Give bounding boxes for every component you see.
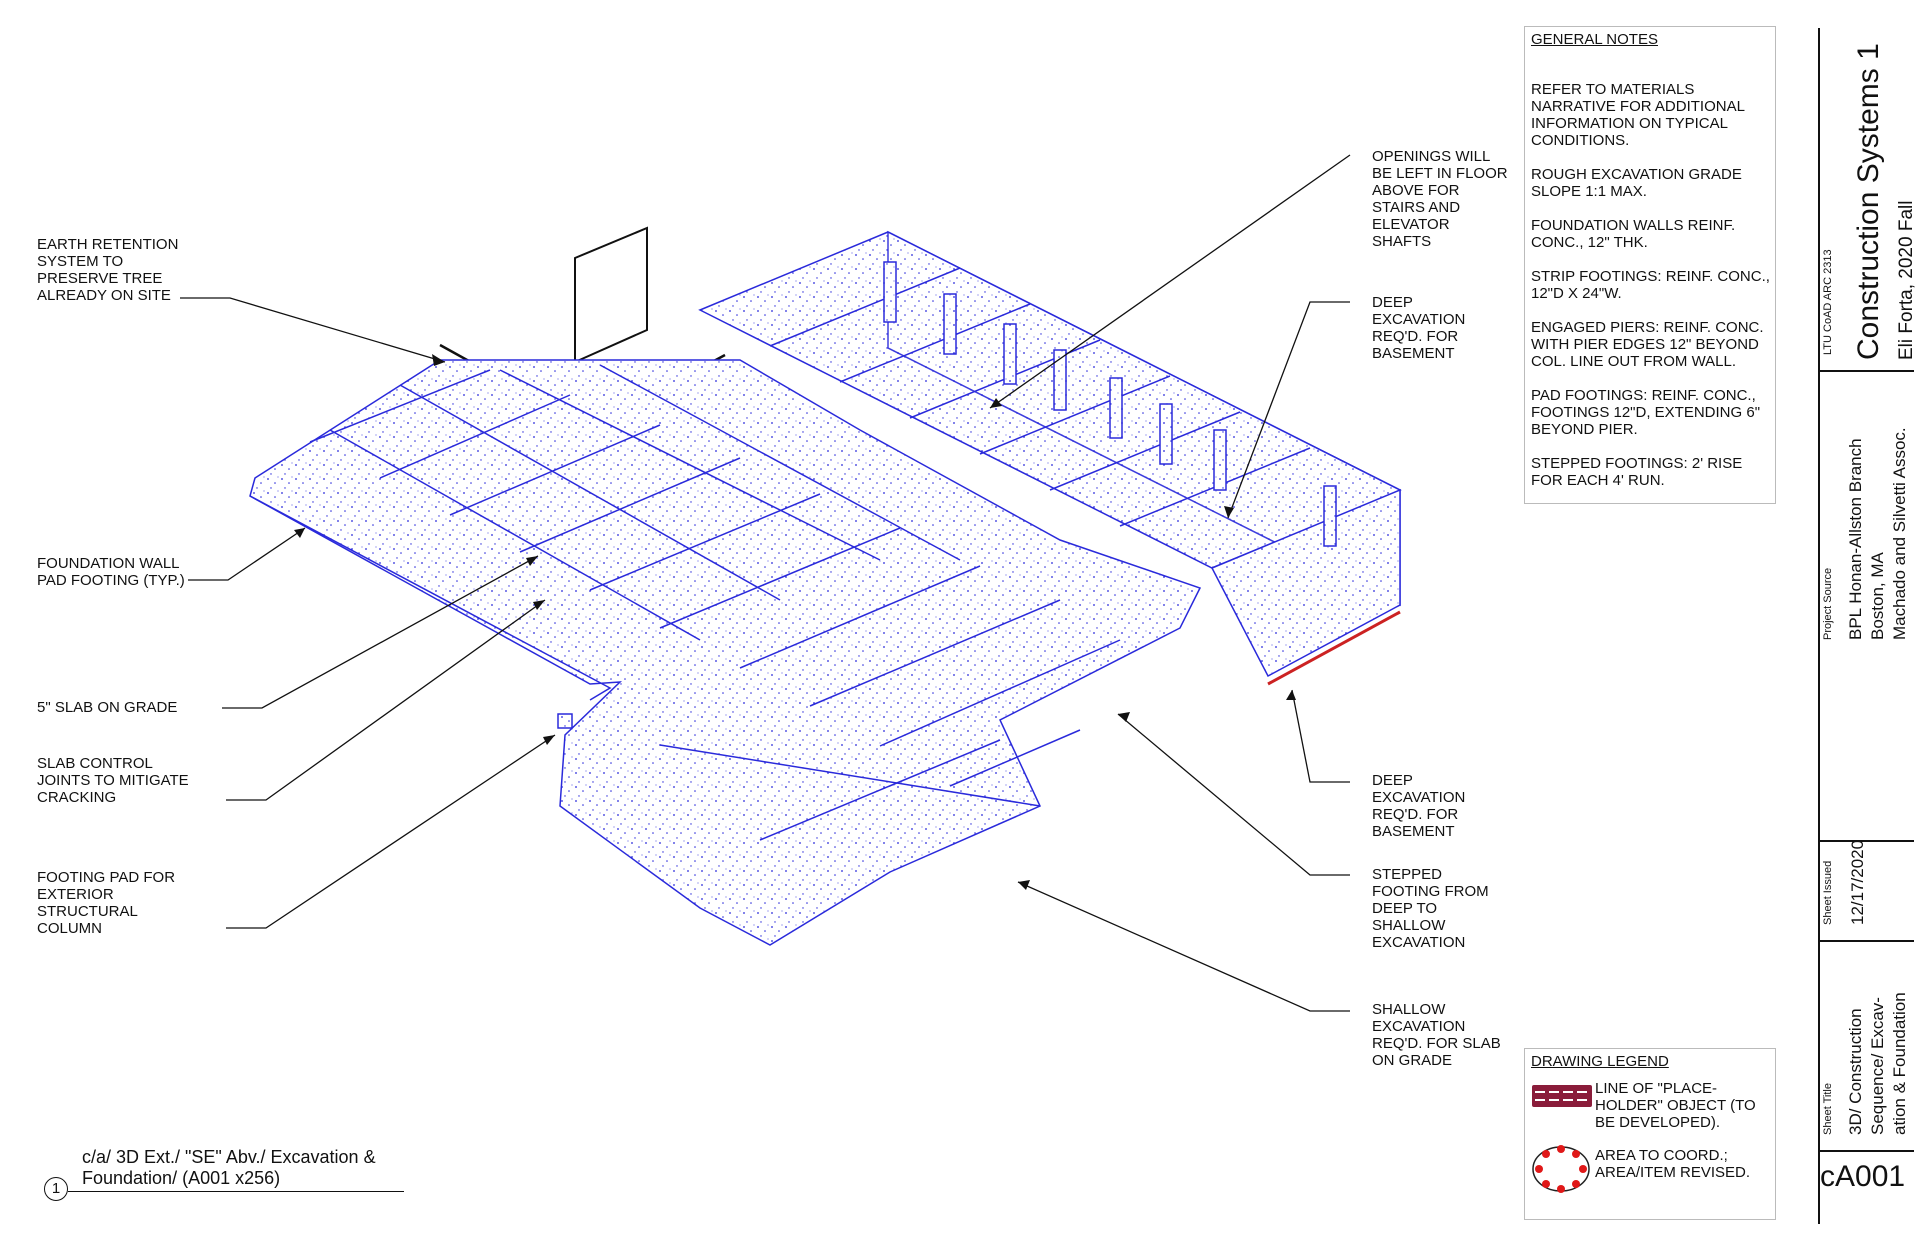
basement-foundation: [698, 230, 1402, 678]
callout-deep-excavation-2: DEEP EXCAVATION REQ'D. FOR BASEMENT: [1372, 772, 1466, 840]
view-number-bubble: 1: [44, 1177, 68, 1201]
callout-stepped-footing: STEPPED FOOTING FROM DEEP TO SHALLOW EXC…: [1372, 866, 1489, 951]
callout-slab-control-joints: SLAB CONTROL JOINTS TO MITIGATE CRACKING: [37, 755, 189, 806]
project-city: Boston, MA: [1868, 552, 1887, 640]
general-notes-title: GENERAL NOTES: [1531, 31, 1658, 48]
sheet-number: cA001: [1820, 1160, 1906, 1193]
leader-lines: [180, 154, 1351, 1012]
placeholder-line-swatch: [1532, 1085, 1592, 1107]
course-title: Construction Systems 1: [1852, 43, 1885, 360]
project-name: BPL Honan-Allston Branch: [1846, 438, 1865, 640]
sheet-issued-date: 12/17/2020: [1848, 839, 1867, 925]
title-block-divider-2: [1818, 840, 1914, 842]
revision-cloud-swatch: [1532, 1145, 1590, 1193]
drawing-legend-title: DRAWING LEGEND: [1531, 1053, 1669, 1070]
general-notes-panel: GENERAL NOTES REFER TO MATERIALS NARRATI…: [1524, 26, 1776, 504]
project-architect: Machado and Silvetti Assoc.: [1890, 427, 1909, 640]
author-term: Eli Forta, 2020 Fall: [1896, 200, 1917, 360]
sheet-issued-label: Sheet Issued: [1822, 860, 1834, 925]
sheet-title-line-1: 3D/ Construction: [1846, 1008, 1865, 1135]
callout-shallow-excavation: SHALLOW EXCAVATION REQ'D. FOR SLAB ON GR…: [1372, 1001, 1501, 1069]
callout-slab-on-grade: 5" SLAB ON GRADE: [37, 699, 178, 716]
legend-revised-text: AREA TO COORD.; AREA/ITEM REVISED.: [1595, 1147, 1751, 1181]
course-code: LTU CoAD ARC 2313: [1822, 249, 1834, 355]
callout-footing-pad-column: FOOTING PAD FOR EXTERIOR STRUCTURAL COLU…: [37, 869, 176, 937]
legend-placeholder-text: LINE OF "PLACE- HOLDER" OBJECT (TO BE DE…: [1595, 1080, 1756, 1131]
title-block-border: [1818, 28, 1820, 1224]
view-title: c/a/ 3D Ext./ "SE" Abv./ Excavation & Fo…: [82, 1147, 376, 1188]
view-title-underline: [68, 1191, 404, 1192]
title-block-divider-4: [1818, 1150, 1914, 1152]
title-block-divider-1: [1818, 370, 1914, 372]
sheet-title-line-3: ation & Foundation: [1890, 992, 1909, 1135]
general-notes-body: REFER TO MATERIALS NARRATIVE FOR ADDITIO…: [1531, 81, 1770, 489]
slab-on-grade: [249, 359, 1202, 946]
sheet-title-label: Sheet Title: [1822, 1083, 1834, 1135]
title-block-divider-3: [1818, 940, 1914, 942]
callout-openings: OPENINGS WILL BE LEFT IN FLOOR ABOVE FOR…: [1372, 148, 1508, 250]
sheet-title-line-2: Sequence/ Excav-: [1868, 997, 1887, 1135]
leader-arrowheads: [294, 354, 1296, 890]
callout-earth-retention: EARTH RETENTION SYSTEM TO PRESERVE TREE …: [37, 236, 179, 304]
project-source-label: Project Source: [1822, 567, 1834, 640]
drawing-legend-panel: DRAWING LEGEND LINE OF "PLACE- HOLDER" O…: [1524, 1048, 1776, 1220]
exterior-column-pad: [557, 713, 573, 729]
callout-foundation-wall-pad: FOUNDATION WALL PAD FOOTING (TYP.): [37, 555, 185, 589]
callout-deep-excavation-1: DEEP EXCAVATION REQ'D. FOR BASEMENT: [1372, 294, 1466, 362]
